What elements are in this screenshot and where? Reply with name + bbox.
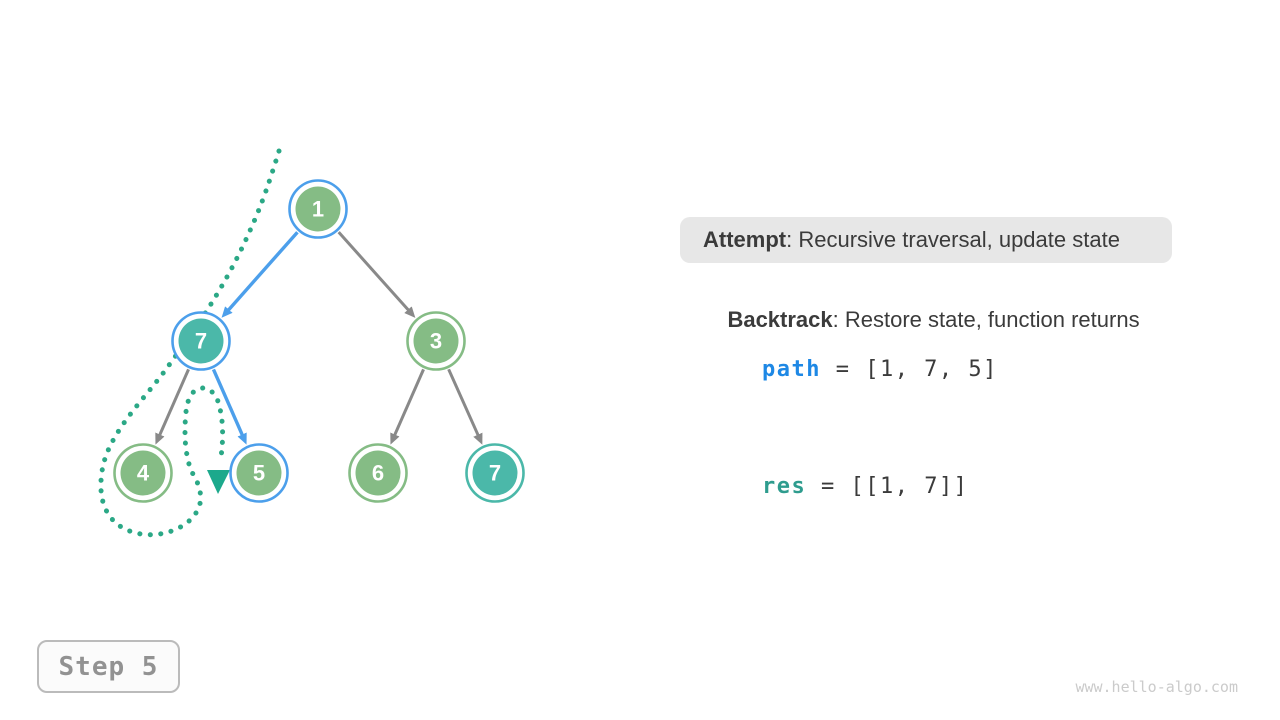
tree-node-7: 7 <box>171 311 231 371</box>
site-watermark: www.hello-algo.com <box>1075 678 1238 696</box>
tree-edge <box>211 368 247 445</box>
traversal-trace-arrowhead-icon <box>207 470 230 494</box>
tree-node-4: 4 <box>113 443 173 503</box>
backtrack-line: Backtrack: Restore state, function retur… <box>703 281 1140 359</box>
path-variable-value: = [1, 7, 5] <box>820 357 998 382</box>
res-variable-line: res = [[1, 7]] <box>703 449 968 524</box>
tree-node-label: 7 <box>195 329 207 354</box>
tree-edge <box>337 231 416 318</box>
res-variable-name: res <box>761 474 807 499</box>
path-variable-name: path <box>761 357 821 382</box>
tree-node-label: 3 <box>430 329 442 354</box>
step-counter-label: Step 5 <box>58 651 159 682</box>
res-variable-value: = [[1, 7]] <box>806 474 969 499</box>
attempt-label: Attempt <box>703 227 787 252</box>
attempt-text: : Recursive traversal, update state <box>786 227 1120 252</box>
tree-node-label: 5 <box>253 461 265 486</box>
tree-node-label: 1 <box>312 197 324 222</box>
step-counter-badge: Step 5 <box>37 640 180 693</box>
tree-edge <box>155 368 190 445</box>
tree-edge <box>221 231 299 318</box>
backtrack-label: Backtrack <box>727 307 833 332</box>
path-variable-line: path = [1, 7, 5] <box>703 332 998 407</box>
backtrack-text: : Restore state, function returns <box>832 307 1140 332</box>
tree-edge <box>390 368 425 445</box>
attempt-callout: Attempt: Recursive traversal, update sta… <box>680 217 1172 263</box>
tree-node-1: 1 <box>288 179 348 239</box>
tree-node-6: 6 <box>348 443 408 503</box>
tree-node-7: 7 <box>465 443 525 503</box>
tree-node-5: 5 <box>229 443 289 503</box>
tree-node-label: 7 <box>489 461 501 486</box>
tree-node-label: 4 <box>137 461 150 486</box>
tree-node-label: 6 <box>372 461 384 486</box>
tree-node-3: 3 <box>406 311 466 371</box>
tree-edge <box>447 368 483 445</box>
